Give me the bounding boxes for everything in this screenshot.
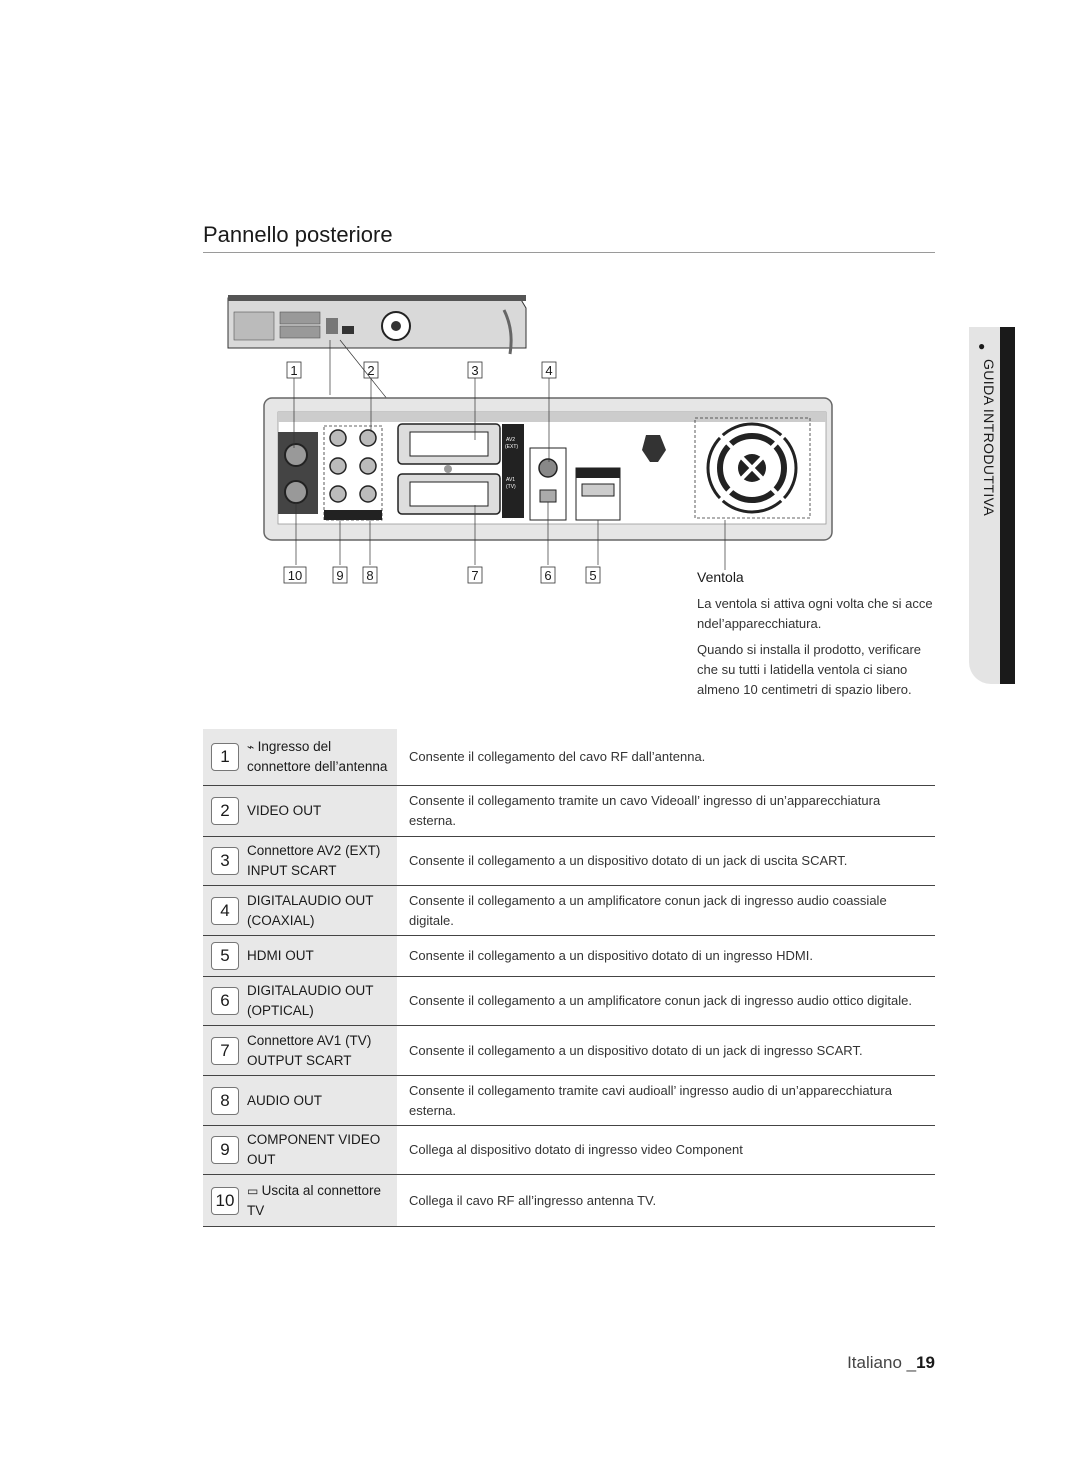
row-label-text: Uscita al connettore TV [247, 1182, 381, 1218]
row-number: 2 [211, 797, 239, 825]
device-overview [227, 295, 527, 355]
side-tab-label: GUIDA INTRODUTTIVA [981, 359, 997, 517]
row-description: Collega il cavo RF all’ingresso antenna … [409, 1192, 657, 1208]
table-row: 2 VIDEO OUT Consente il collegamento tram… [203, 786, 935, 837]
callouts-top: 1 2 3 4 [286, 361, 557, 379]
row-description: Consente il collegamento tramite cavi au… [409, 1082, 892, 1118]
title-divider [203, 252, 935, 253]
page-title: Pannello posteriore [203, 222, 393, 247]
row-number: 10 [211, 1186, 239, 1215]
callout-5: 5 [589, 568, 596, 583]
row-number: 7 [211, 1036, 239, 1065]
callout-6: 6 [544, 568, 551, 583]
row-label: Connettore AV2 (EXT) INPUT SCART [247, 843, 381, 878]
table-row: 5 HDMI OUT Consente il collegamento a un … [203, 936, 935, 977]
enlarged-panel: VHF/UHF AV2 (EXT) AV1 (TV) [263, 397, 833, 541]
row-description: Consente il collegamento tramite un cavo… [409, 793, 881, 828]
table-row: 7 Connettore AV1 (TV) OUTPUT SCART Consen… [203, 1026, 935, 1076]
row-label: DIGITALAUDIO OUT (OPTICAL) [247, 983, 374, 1018]
row-number: 4 [211, 896, 239, 925]
table-row: 10 ▭ Uscita al connettore TV Collega il … [203, 1175, 935, 1227]
callout-8: 8 [366, 568, 373, 583]
tv-label: (TV) [506, 484, 516, 490]
av1-label: AV1 [506, 477, 515, 483]
row-label: AUDIO OUT [247, 1092, 323, 1108]
row-description: Consente il collegamento del cavo RF dal… [409, 749, 706, 764]
table-row: 6 DIGITALAUDIO OUT (OPTICAL) Consente il … [203, 977, 935, 1026]
fan-paragraph-1: La ventola si attiva ogni volta che si a… [697, 596, 933, 631]
page-number: 19 [916, 1353, 935, 1372]
row-label: HDMI OUT [247, 948, 314, 963]
row-number: 5 [211, 942, 239, 970]
callout-3: 3 [471, 363, 478, 378]
row-number: 1 [211, 743, 239, 771]
section-side-tab: ● GUIDA INTRODUTTIVA [969, 327, 1015, 684]
table-row: 4 DIGITALAUDIO OUT (COAXIAL) Consente il … [203, 886, 935, 936]
row-number: 9 [211, 1136, 239, 1164]
side-tab-bar [1000, 327, 1015, 684]
ext-label: (EXT) [505, 444, 518, 450]
callouts-bottom: 10 9 8 7 6 5 [283, 566, 601, 584]
fan-paragraph-2: Quando si installa il prodotto, verifica… [697, 642, 922, 697]
table-row: 8 AUDIO OUT Consente il collegamento tram… [203, 1076, 935, 1126]
row-label: COMPONENT VIDEO OUT [247, 1132, 381, 1167]
row-description: Consente il collegamento a un dispositiv… [409, 948, 813, 963]
antenna-icon: ⌁ [247, 740, 258, 754]
table-row: 3 Connettore AV2 (EXT) INPUT SCART Consen… [203, 837, 935, 886]
rear-panel-diagram: 1 2 3 4 VHF/UHF AV2 (EX [227, 295, 833, 584]
callout-9: 9 [336, 568, 343, 583]
row-number: 6 [211, 987, 239, 1015]
row-label: Connettore AV1 (TV) OUTPUT SCART [247, 1032, 372, 1068]
vhf-uhf-label: VHF/UHF [282, 514, 304, 520]
row-label: ▭ Uscita al connettore TV [247, 1181, 397, 1221]
av2-label: AV2 [506, 437, 515, 443]
table-row: 9 COMPONENT VIDEO OUT Collega al disposit… [203, 1126, 935, 1175]
tv-icon: ▭ [247, 1183, 262, 1198]
row-description: Collega al dispositivo dotato di ingress… [409, 1142, 743, 1157]
callout-1: 1 [290, 363, 297, 378]
row-description: Consente il collegamento a un amplificat… [409, 993, 912, 1008]
fan-description: La ventola si attiva ogni volta che si a… [697, 594, 942, 706]
connector-table: 1 ⌁ Ingresso del connettore dell’antenna… [203, 729, 935, 1227]
row-label: VIDEO OUT [247, 803, 322, 818]
callout-10: 10 [288, 568, 302, 583]
row-description: Consente il collegamento a un dispositiv… [409, 1042, 863, 1058]
row-number: 8 [211, 1086, 239, 1115]
row-label: DIGITALAUDIO OUT (COAXIAL) [247, 892, 374, 928]
row-description: Consente il collegamento a un dispositiv… [409, 853, 848, 868]
row-label-text: Ingresso del connettore dell’antenna [247, 739, 388, 774]
callout-7: 7 [471, 568, 478, 583]
callout-2: 2 [367, 363, 374, 378]
table-row: 1 ⌁ Ingresso del connettore dell’antenna… [203, 729, 935, 786]
callout-4: 4 [545, 363, 552, 378]
fan-title: Ventola [697, 569, 744, 585]
row-label: ⌁ Ingresso del connettore dell’antenna [247, 737, 397, 777]
footer-language: Italiano _ [847, 1353, 917, 1372]
page-footer: Italiano _19 [847, 1353, 935, 1373]
row-number: 3 [211, 847, 239, 875]
row-description: Consente il collegamento a un amplificat… [409, 892, 887, 928]
bullet-icon: ● [978, 339, 986, 353]
